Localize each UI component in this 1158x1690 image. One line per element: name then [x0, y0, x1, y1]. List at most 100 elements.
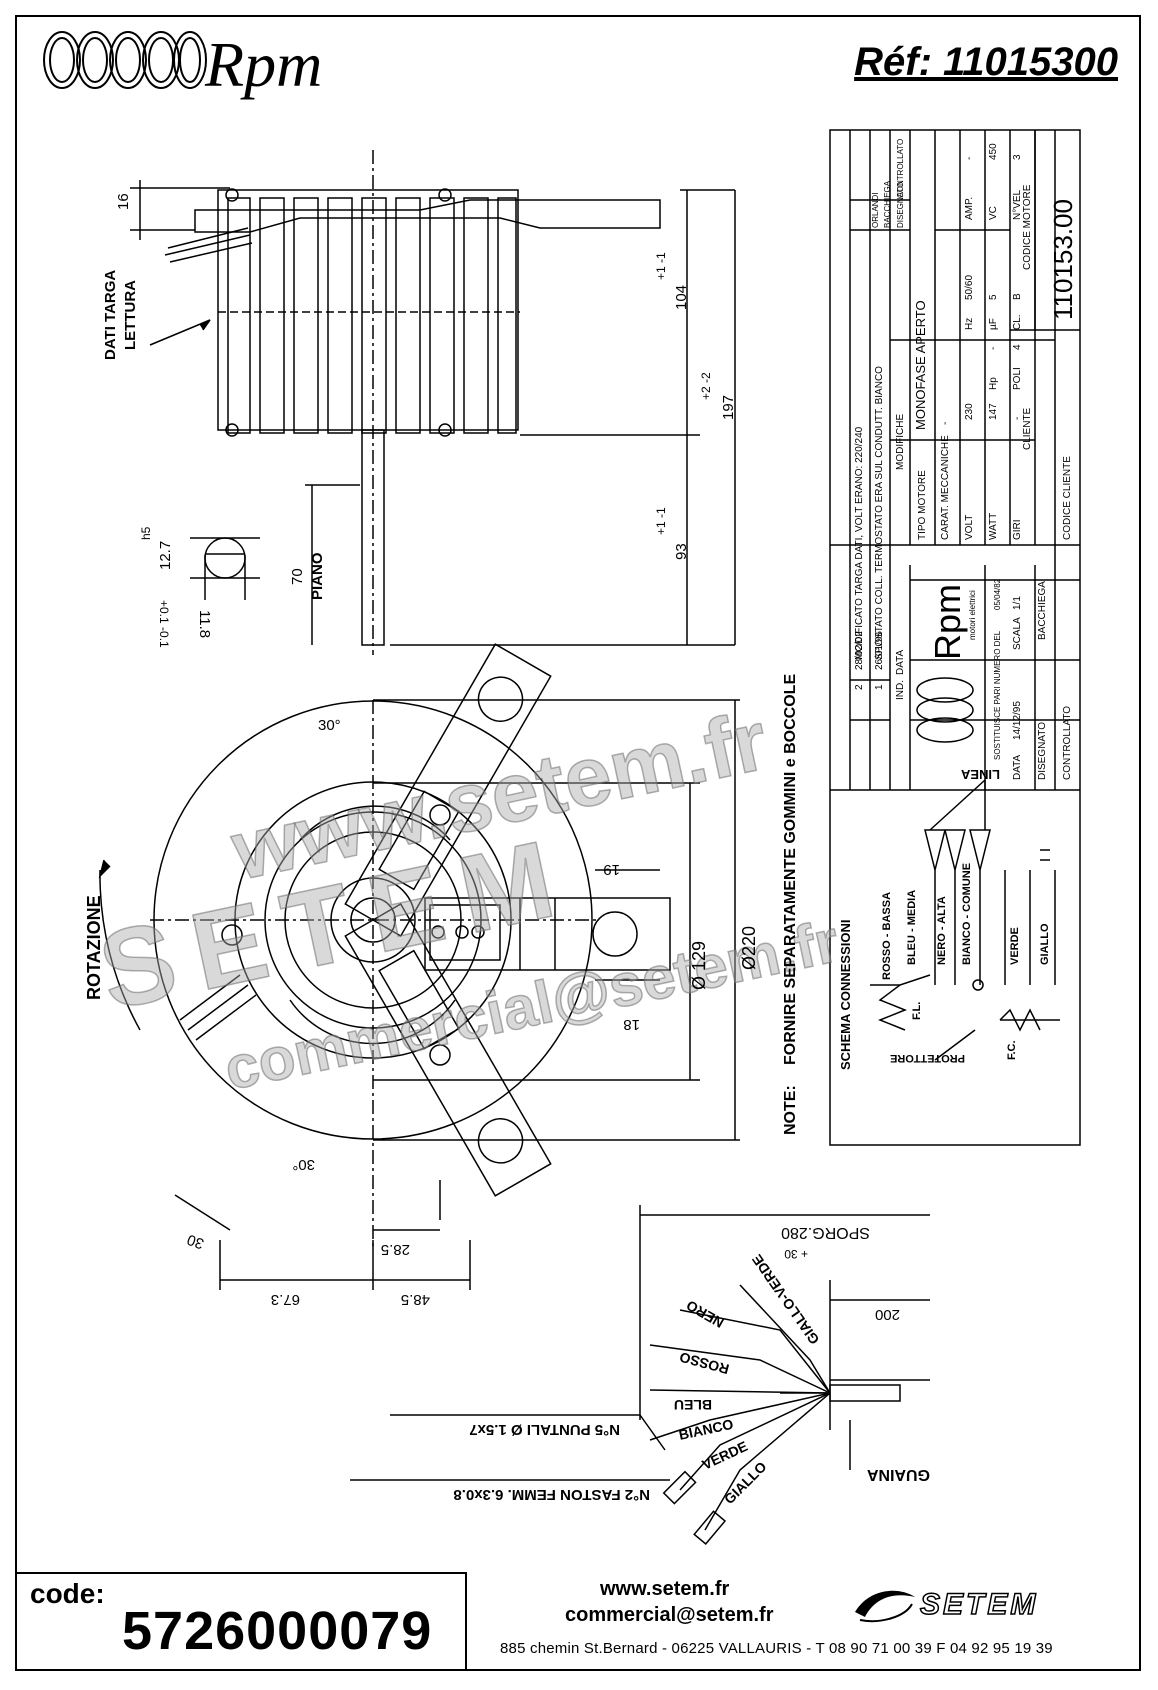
- codice-cliente-label: CODICE CLIENTE: [1062, 456, 1073, 540]
- lead-verde: VERDE: [1009, 927, 1021, 965]
- connection-schematic: [870, 779, 1060, 1061]
- carat-value: -: [940, 422, 951, 425]
- tipo-motore-label: TIPO MOTORE: [917, 470, 928, 540]
- codice-motore-label: CODICE MOTORE: [1022, 184, 1033, 270]
- carat-label: CARAT. MECCANICHE: [940, 435, 951, 540]
- dim-70: 70: [289, 568, 306, 585]
- footer-address: 885 chemin St.Bernard - 06225 VALLAURIS …: [500, 1640, 1053, 1657]
- dim-30: 30: [185, 1231, 206, 1253]
- setem-swoosh-icon: [855, 1590, 915, 1623]
- wire-bleu: BLEU: [674, 1397, 712, 1413]
- spec-hz-value: 50/60: [964, 275, 975, 300]
- note-label: NOTE:: [782, 1085, 799, 1135]
- spec-cl-value: B: [1012, 293, 1023, 300]
- spec-poli-value: 4: [1012, 344, 1023, 350]
- label-dati-targa: DATI TARGA: [102, 270, 119, 360]
- label-protettore: PROTETTORE: [890, 1052, 965, 1064]
- rpm-coil-logo-icon: [43, 31, 207, 89]
- spec-watt-label: WATT: [988, 513, 999, 540]
- rev-header-controllato: CONTROLLATO: [896, 139, 905, 198]
- dim-16: 16: [115, 193, 132, 210]
- title-block-logo-sub: motori elettrici: [968, 590, 977, 640]
- sostituisce-label: SOSTITUISCE PARI NUMERO DEL: [993, 630, 1002, 760]
- codice-motore-value: 110153.00: [1048, 199, 1078, 320]
- brand-name: Rpm: [205, 29, 323, 100]
- spec-volt-value: 230: [964, 403, 975, 420]
- disegnato-value: BACCHIEGA: [1037, 581, 1048, 640]
- drawing-frame: [15, 15, 1141, 1671]
- label-sporg: SPORG.280: [781, 1224, 870, 1241]
- rev-2-text: MODIFICATO TARGA DATI, VOLT ERANO: 220/2…: [854, 426, 865, 660]
- spec-cl-label: CL.: [1012, 314, 1023, 330]
- title-block-coil-icon: [916, 677, 974, 743]
- dim-197: 197: [720, 395, 737, 420]
- spec-uf-value: 5: [988, 294, 999, 300]
- spec-giri-label: GIRI: [1012, 519, 1023, 540]
- motor-front-view: [150, 643, 671, 1250]
- label-lettura: LETTURA: [122, 280, 139, 350]
- data-value: 14/12/95: [1012, 701, 1023, 740]
- rev-header-ind: IND.: [895, 680, 906, 700]
- dim-93: 93: [673, 543, 690, 560]
- lead-bleu: BLEU - MEDIA: [906, 890, 918, 965]
- spec-amp-value: -: [964, 157, 975, 160]
- rev-header-data: DATA: [895, 649, 906, 675]
- spec-nvel-label: N°VEL: [1012, 189, 1023, 220]
- motor-side-view: [164, 150, 661, 655]
- cliente-label: CLIENTE: [1022, 407, 1033, 450]
- label-piano: PIANO: [309, 552, 326, 600]
- reference-number: Réf: 11015300: [854, 40, 1118, 84]
- spec-watt-value: 147: [988, 403, 999, 420]
- scala-label: SCALA: [1012, 617, 1023, 650]
- label-faston: N°2 FASTON FEMM. 6.3x0.8: [453, 1486, 650, 1503]
- footer-email[interactable]: commercial@setem.fr: [565, 1604, 774, 1626]
- rev-header-modifiche: MODIFICHE: [895, 414, 906, 470]
- sostituisce-date: 05/04/82: [993, 578, 1002, 610]
- tol-197: +2 -2: [699, 372, 713, 400]
- footer-logo: SETEM: [919, 1587, 1039, 1622]
- footer-website[interactable]: www.setem.fr: [600, 1578, 730, 1600]
- schema-title: SCHEMA CONNESSIONI: [838, 920, 853, 1070]
- rev-1-ind: 1: [874, 684, 885, 690]
- spec-nvel-value: 3: [1012, 154, 1023, 160]
- rev-header-bacchiega: BACCHIEGA: [883, 180, 892, 228]
- lead-nero: NERO - ALTA: [936, 896, 948, 965]
- wire-bianco: BIANCO: [677, 1416, 734, 1443]
- dim-104: 104: [673, 285, 690, 310]
- cable-harness: [350, 1205, 930, 1546]
- controllato-label: CONTROLLATO: [1062, 706, 1073, 780]
- spec-amp-label: AMP.: [964, 197, 975, 220]
- rev-2-ind: 2: [854, 684, 865, 690]
- code-value: 5726000079: [122, 1601, 433, 1661]
- dia-129: Ø 129: [689, 941, 709, 990]
- dim-48-5: 48.5: [401, 1291, 430, 1308]
- spec-giri-value: -: [1012, 417, 1023, 420]
- label-h5: h5: [139, 526, 153, 540]
- code-label: code:: [30, 1578, 105, 1609]
- spec-vc-label: VC: [988, 206, 999, 220]
- dim-12-7: 12.7: [157, 541, 174, 570]
- title-block: [829, 129, 1081, 1146]
- spec-hp-label: Hp: [988, 377, 999, 390]
- tol-93: +1 -1: [654, 507, 668, 535]
- label-linea: LINEA: [960, 767, 1000, 782]
- sporg-tol: + 30: [784, 1247, 808, 1261]
- dim-18: 18: [623, 1016, 640, 1033]
- label-puntali: N°5 PUNTALI Ø 1.5x7: [469, 1421, 620, 1438]
- rev-1-text: SPOSTATO COLL. TERMOSTATO ERA SUL CONDUT…: [874, 366, 885, 660]
- lead-giallo: GIALLO: [1039, 923, 1051, 965]
- rev-2-date: 28/02/02: [854, 631, 865, 670]
- label-rotazione: ROTAZIONE: [84, 895, 104, 1000]
- tol-104: +1 -1: [654, 252, 668, 280]
- spec-vc-value: 450: [988, 143, 999, 160]
- lead-rosso: ROSSO - BASSA: [881, 892, 893, 980]
- wire-rosso: ROSSO: [678, 1349, 731, 1378]
- title-block-logo: Rpm: [927, 584, 968, 660]
- angle-30-top: 30°: [318, 717, 341, 734]
- spec-hp-value: -: [988, 347, 999, 350]
- label-fl: F.L.: [911, 1002, 923, 1020]
- spec-volt-label: VOLT: [964, 515, 975, 540]
- spec-uf-label: µF: [988, 318, 999, 330]
- disegnato-label: DISEGNATO: [1037, 722, 1048, 780]
